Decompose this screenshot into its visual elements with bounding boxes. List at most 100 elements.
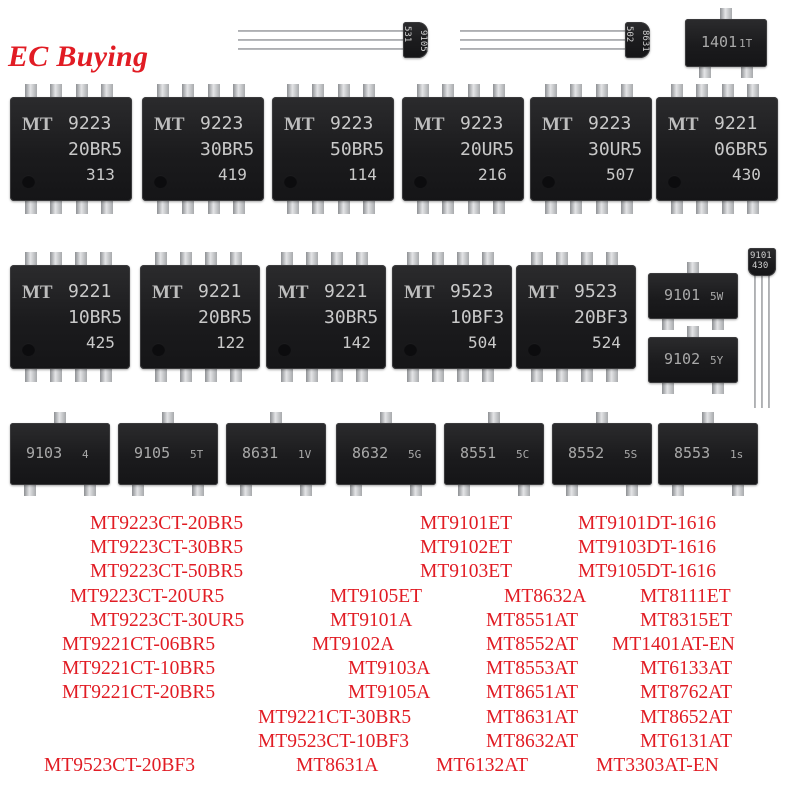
chip-part-number: 9221 <box>714 113 758 134</box>
model-number: MT1401AT-EN <box>612 634 735 655</box>
chip-lot-code: 313 <box>86 165 115 184</box>
chip-lot-code: 216 <box>478 165 507 184</box>
chip-part-number: 9221 <box>68 281 112 302</box>
chip-part-number: 9221 <box>198 281 242 302</box>
chip-lot-code: 425 <box>86 333 115 352</box>
model-number: MT8652AT <box>640 706 733 728</box>
model-number: MT8111ET <box>640 585 731 607</box>
chip-lot-code: 430 <box>752 261 769 271</box>
model-number: MT9223CT-20UR5 <box>70 585 225 607</box>
chip-date-code: 5G <box>408 448 422 461</box>
model-number: MT9101A <box>330 609 413 631</box>
chip-part-suffix: 50BR5 <box>330 139 385 160</box>
model-number: MT9523CT-10BF3 <box>258 730 409 752</box>
chip-logo: MT <box>22 282 53 303</box>
chip-marking: 9105 <box>418 30 428 52</box>
to92-component: 8631 502 <box>460 20 650 60</box>
chip-part-number: 9223 <box>588 113 632 134</box>
model-number: MT6131AT <box>640 730 733 752</box>
chip-part-number: 9223 <box>460 113 504 134</box>
chip-marking: 9101 <box>750 251 772 261</box>
chip-part-suffix: 30BR5 <box>200 139 255 160</box>
chip-part-suffix: 10BF3 <box>450 307 505 328</box>
chip-date-code: 5T <box>190 448 204 461</box>
soic8-component: MT 9221 20BR5 122 <box>140 252 260 382</box>
chip-lot-code: 122 <box>216 333 245 352</box>
model-number: MT8762AT <box>640 682 733 704</box>
model-number: MT9223CT-50BR5 <box>90 561 244 583</box>
model-number: MT9221CT-06BR5 <box>62 634 216 655</box>
chip-lot-code: 531 <box>402 26 412 43</box>
model-number: MT8315ET <box>640 609 733 631</box>
chip-date-code: 5S <box>624 448 638 461</box>
sot23-component: 8631 1V <box>226 412 326 496</box>
chip-logo: MT <box>414 114 445 135</box>
model-number: MT8551AT <box>486 609 579 631</box>
chip-logo: MT <box>278 282 309 303</box>
chip-logo: MT <box>152 282 183 303</box>
model-number: MT8651AT <box>486 682 579 704</box>
model-number: MT8552AT <box>486 634 579 655</box>
model-number: MT9221CT-20BR5 <box>62 682 216 704</box>
chip-part-number: 9223 <box>330 113 374 134</box>
chip-marking: 8631 <box>640 30 650 52</box>
model-number: MT9102ET <box>420 537 513 559</box>
sot23-component: 9105 5T <box>118 412 218 496</box>
chip-lot-code: 507 <box>606 165 635 184</box>
soic8-component: MT 9221 10BR5 425 <box>10 252 130 382</box>
chip-date-code: 1s <box>730 448 744 461</box>
model-number: MT3303AT-EN <box>596 755 719 776</box>
model-number: MT6132AT <box>436 755 529 776</box>
chip-lot-code: 502 <box>624 26 634 43</box>
chip-marking: 8631 <box>242 444 279 462</box>
model-number: MT9223CT-30UR5 <box>90 609 245 631</box>
chip-part-number: 9223 <box>68 113 112 134</box>
model-number: MT8632A <box>504 585 587 607</box>
chip-part-suffix: 20BF3 <box>574 307 629 328</box>
model-number: MT9101ET <box>420 513 513 534</box>
model-number: MT8632AT <box>486 730 579 752</box>
chip-logo: MT <box>542 114 573 135</box>
sot23-component: 8552 5S <box>552 412 652 496</box>
chip-part-suffix: 10BR5 <box>68 307 123 328</box>
chip-date-code: 1T <box>739 37 753 50</box>
model-number: MT9105ET <box>330 585 423 607</box>
model-number: MT9221CT-30BR5 <box>258 706 412 728</box>
chip-marking: 9105 <box>134 444 171 462</box>
model-number: MT8631AT <box>486 706 579 728</box>
chip-logo: MT <box>668 114 699 135</box>
chip-date-code: 1V <box>298 448 312 461</box>
model-number: MT9103A <box>348 658 431 680</box>
model-number: MT9105DT-1616 <box>578 561 716 583</box>
chip-part-suffix: 20BR5 <box>68 139 123 160</box>
model-number: MT9523CT-20BF3 <box>44 755 195 776</box>
chip-logo: MT <box>404 282 435 303</box>
chip-date-code: 4 <box>82 448 89 461</box>
chip-logo: MT <box>284 114 315 135</box>
model-number: MT9101DT-1616 <box>578 513 716 534</box>
model-number: MT8553AT <box>486 658 579 680</box>
chip-logo: MT <box>528 282 559 303</box>
chip-lot-code: 142 <box>342 333 371 352</box>
chip-part-suffix: 20BR5 <box>198 307 253 328</box>
model-number: MT6133AT <box>640 658 733 680</box>
chip-marking: 8552 <box>568 444 605 462</box>
chip-lot-code: 504 <box>468 333 497 352</box>
model-number: MT9221CT-10BR5 <box>62 658 216 680</box>
chip-marking: 1401 <box>701 33 738 51</box>
chip-lot-code: 430 <box>732 165 761 184</box>
